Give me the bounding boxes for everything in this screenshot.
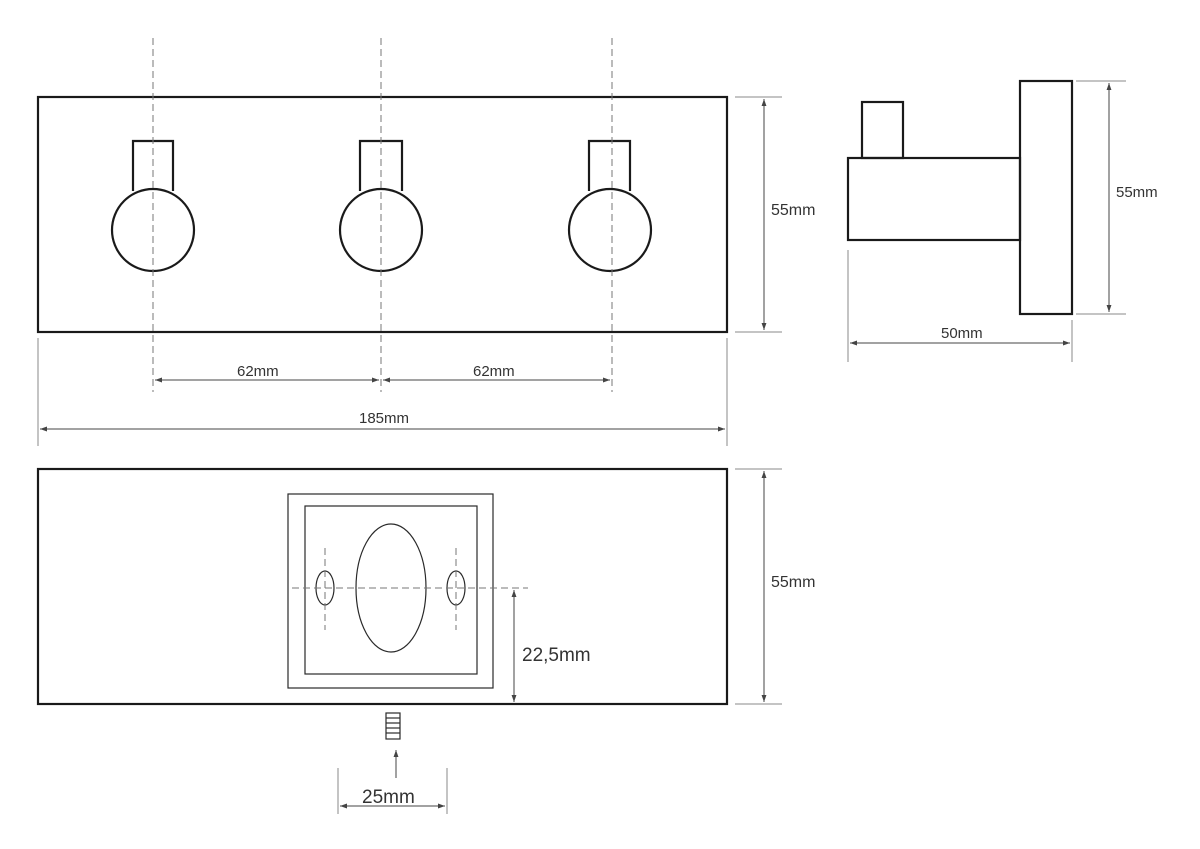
mount-bracket-inner [304, 505, 478, 675]
dim-screw-spacing-label: 25mm [362, 787, 415, 808]
front-view: 55mm 62mm 62mm 185mm [36, 38, 815, 446]
dim-side-depth-label: 50mm [941, 325, 983, 342]
front-plate [36, 95, 729, 334]
dim-mount-offset-label: 22,5mm [522, 645, 591, 666]
set-screw-icon [385, 712, 401, 740]
dim-total-width-label: 185mm [359, 410, 409, 427]
back-view: 55mm 22,5mm 25mm [36, 467, 815, 814]
side-view: 55mm 50mm [846, 79, 1158, 362]
dim-back-height-label: 55mm [771, 574, 815, 591]
dim-front-height-label: 55mm [771, 202, 815, 219]
dim-side-height-label: 55mm [1116, 184, 1158, 201]
dim-spacing-left-label: 62mm [237, 363, 279, 380]
back-plate [36, 467, 729, 706]
side-hook-tip [860, 100, 905, 160]
side-arm [846, 156, 1022, 242]
dim-spacing-right-label: 62mm [473, 363, 515, 380]
mount-bracket-outer [287, 493, 494, 689]
side-plate [1018, 79, 1074, 316]
hook-right [567, 139, 653, 273]
